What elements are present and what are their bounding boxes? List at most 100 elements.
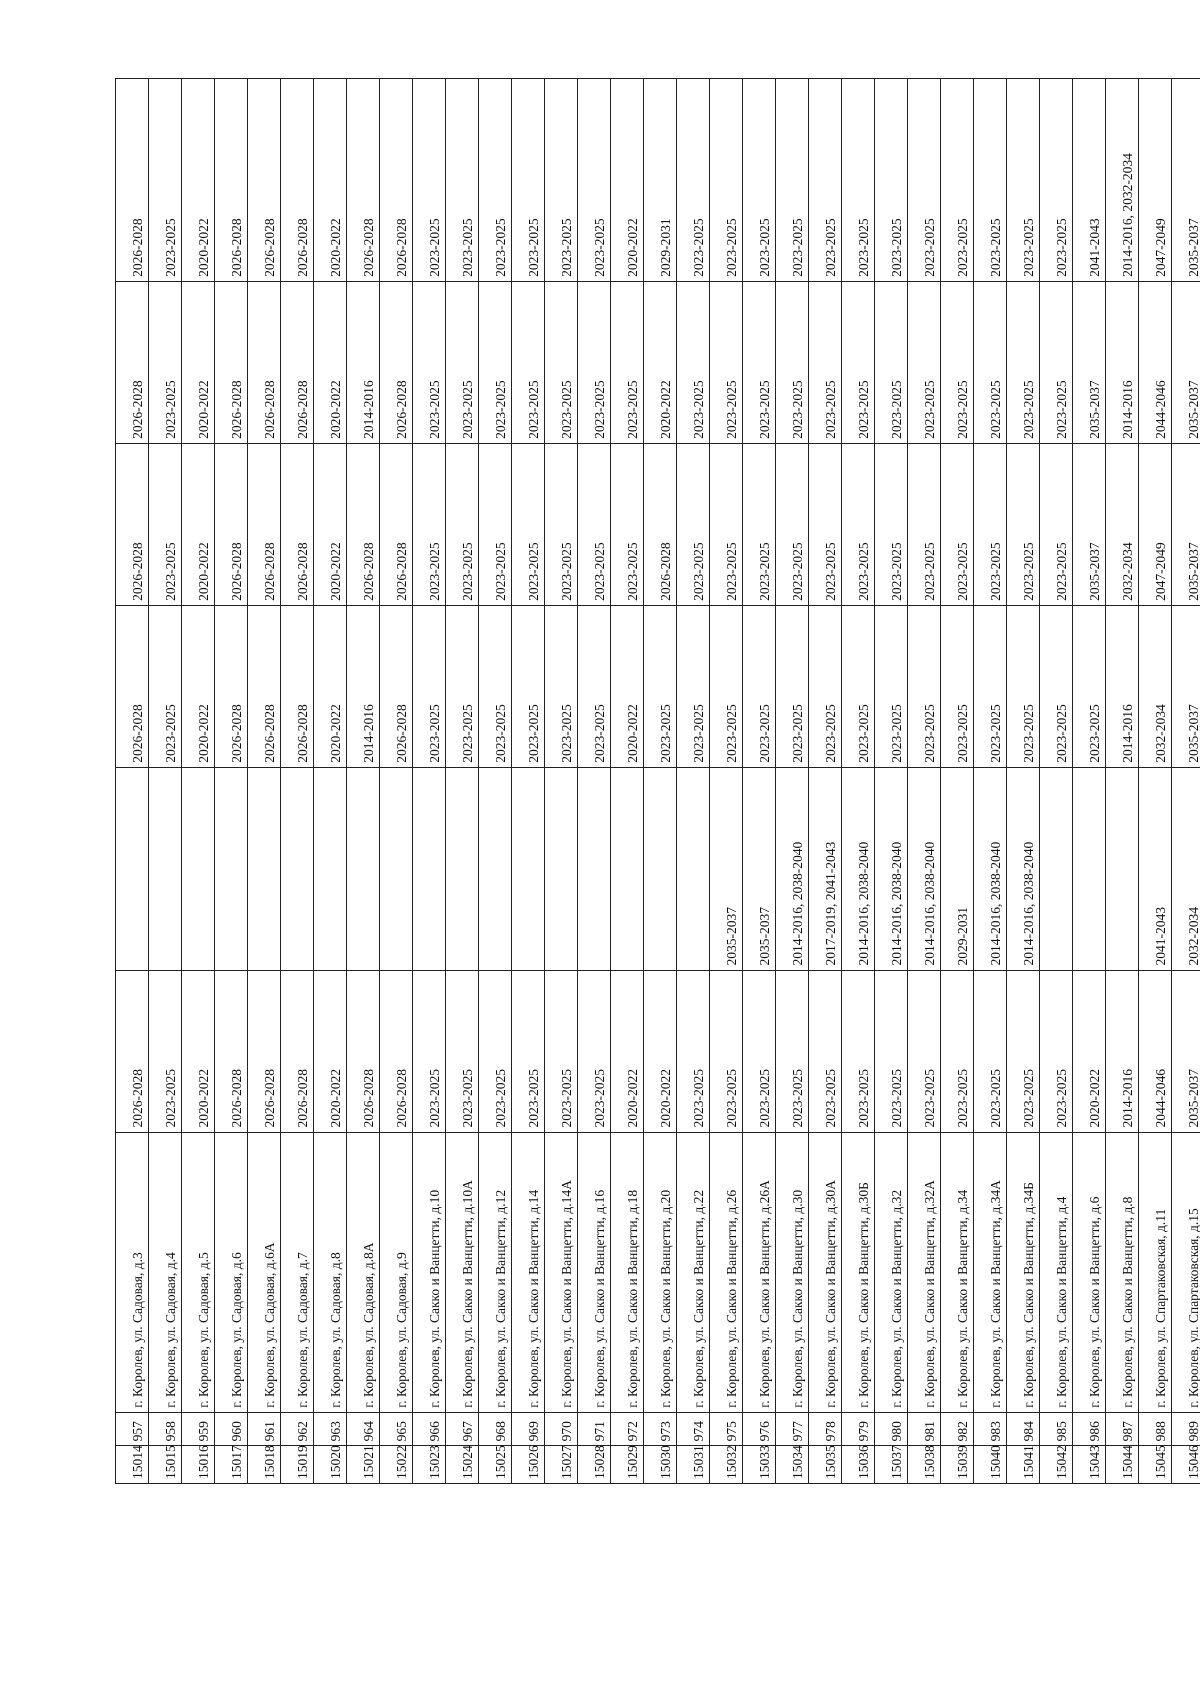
- period-col-3-cell: 2023-2025: [676, 605, 710, 768]
- period-col-5-cell: 2020-2022: [643, 281, 677, 444]
- period-col-2-cell: 2032-2034: [1171, 767, 1200, 971]
- period-col-1-cell: 2023-2025: [148, 970, 182, 1133]
- row-number-cell: 968: [478, 1412, 512, 1446]
- period-col-6-cell: 2023-2025: [676, 78, 710, 282]
- row-number-cell: 978: [808, 1412, 842, 1446]
- period-col-1-cell: 2044-2046: [1138, 970, 1172, 1133]
- address-cell: г. Королев, ул. Сакко и Ванцетти, д.34Б: [1006, 1132, 1040, 1413]
- period-col-1-cell: 2023-2025: [874, 970, 908, 1133]
- period-col-3-cell: 2020-2022: [610, 605, 644, 768]
- period-col-1-cell: 2026-2028: [379, 970, 413, 1133]
- period-col-2-cell: 2014-2016, 2038-2040: [775, 767, 809, 971]
- period-col-5-cell: 2023-2025: [676, 281, 710, 444]
- period-col-4-cell: 2026-2028: [346, 443, 380, 606]
- row-id-cell: 15015: [148, 1445, 182, 1484]
- address-cell: г. Королев, ул. Сакко и Ванцетти, д.26А: [742, 1132, 776, 1413]
- period-col-3-cell: 2026-2028: [280, 605, 314, 768]
- period-col-6-cell: 2023-2025: [478, 78, 512, 282]
- row-number-cell: 957: [115, 1412, 149, 1446]
- row-number-cell: 959: [181, 1412, 215, 1446]
- address-cell: г. Королев, ул. Сакко и Ванцетти, д.10А: [445, 1132, 479, 1413]
- period-col-5-cell: 2023-2025: [907, 281, 941, 444]
- row-number-cell: 964: [346, 1412, 380, 1446]
- period-col-5-cell: 2026-2028: [247, 281, 281, 444]
- address-cell: г. Королев, ул. Спартаковская, д.15: [1171, 1132, 1200, 1413]
- address-cell: г. Королев, ул. Сакко и Ванцетти, д.32А: [907, 1132, 941, 1413]
- period-col-3-cell: 2026-2028: [247, 605, 281, 768]
- period-col-3-cell: 2023-2025: [940, 605, 974, 768]
- row-number-cell: 967: [445, 1412, 479, 1446]
- row-id-cell: 15035: [808, 1445, 842, 1484]
- address-cell: г. Королев, ул. Сакко и Ванцетти, д.34: [940, 1132, 974, 1413]
- period-col-4-cell: 2023-2025: [742, 443, 776, 606]
- period-col-4-cell: 2023-2025: [1039, 443, 1073, 606]
- address-cell: г. Королев, ул. Сакко и Ванцетти, д.30Б: [841, 1132, 875, 1413]
- address-cell: г. Королев, ул. Садовая, д.4: [148, 1132, 182, 1413]
- address-cell: г. Королев, ул. Садовая, д.5: [181, 1132, 215, 1413]
- period-col-6-cell: 2023-2025: [808, 78, 842, 282]
- row-number-cell: 966: [412, 1412, 446, 1446]
- row-number-cell: 972: [610, 1412, 644, 1446]
- period-col-6-cell: 2023-2025: [1006, 78, 1040, 282]
- period-col-4-cell: 2023-2025: [478, 443, 512, 606]
- row-id-cell: 15016: [181, 1445, 215, 1484]
- period-col-4-cell: 2026-2028: [643, 443, 677, 606]
- period-col-5-cell: 2023-2025: [511, 281, 545, 444]
- period-col-3-cell: 2023-2025: [874, 605, 908, 768]
- period-col-5-cell: 2023-2025: [874, 281, 908, 444]
- row-id-cell: 15043: [1072, 1445, 1106, 1484]
- period-col-2-cell: [280, 767, 314, 971]
- period-col-3-cell: 2023-2025: [1006, 605, 1040, 768]
- row-id-cell: 15038: [907, 1445, 941, 1484]
- address-cell: г. Королев, ул. Сакко и Ванцетти, д.10: [412, 1132, 446, 1413]
- period-col-6-cell: 2023-2025: [973, 78, 1007, 282]
- period-col-3-cell: 2023-2025: [478, 605, 512, 768]
- period-col-1-cell: 2020-2022: [1072, 970, 1106, 1133]
- period-col-2-cell: [1105, 767, 1139, 971]
- period-col-3-cell: 2023-2025: [445, 605, 479, 768]
- period-col-6-cell: 2020-2022: [610, 78, 644, 282]
- period-col-3-cell: 2023-2025: [973, 605, 1007, 768]
- period-col-6-cell: 2023-2025: [148, 78, 182, 282]
- row-number-cell: 962: [280, 1412, 314, 1446]
- period-col-1-cell: 2023-2025: [841, 970, 875, 1133]
- period-col-5-cell: 2020-2022: [313, 281, 347, 444]
- period-col-4-cell: 2023-2025: [412, 443, 446, 606]
- address-cell: г. Королев, ул. Сакко и Ванцетти, д.6: [1072, 1132, 1106, 1413]
- period-col-2-cell: [511, 767, 545, 971]
- period-col-6-cell: 2026-2028: [379, 78, 413, 282]
- period-col-4-cell: 2023-2025: [445, 443, 479, 606]
- period-col-3-cell: 2023-2025: [841, 605, 875, 768]
- period-col-3-cell: 2023-2025: [148, 605, 182, 768]
- period-col-4-cell: 2023-2025: [775, 443, 809, 606]
- period-col-6-cell: 2023-2025: [1039, 78, 1073, 282]
- period-col-2-cell: 2014-2016, 2038-2040: [841, 767, 875, 971]
- period-col-2-cell: [313, 767, 347, 971]
- period-col-6-cell: 2023-2025: [775, 78, 809, 282]
- period-col-4-cell: 2023-2025: [841, 443, 875, 606]
- row-number-cell: 960: [214, 1412, 248, 1446]
- period-col-3-cell: 2035-2037: [1171, 605, 1200, 768]
- address-cell: г. Королев, ул. Сакко и Ванцетти, д.14: [511, 1132, 545, 1413]
- period-col-3-cell: 2014-2016: [346, 605, 380, 768]
- period-col-2-cell: [610, 767, 644, 971]
- period-col-5-cell: 2023-2025: [808, 281, 842, 444]
- period-col-1-cell: 2023-2025: [1006, 970, 1040, 1133]
- address-cell: г. Королев, ул. Сакко и Ванцетти, д.14А: [544, 1132, 578, 1413]
- period-col-3-cell: 2023-2025: [511, 605, 545, 768]
- period-col-5-cell: 2023-2025: [577, 281, 611, 444]
- period-col-1-cell: 2026-2028: [346, 970, 380, 1133]
- period-col-3-cell: 2023-2025: [1039, 605, 1073, 768]
- period-col-4-cell: 2023-2025: [577, 443, 611, 606]
